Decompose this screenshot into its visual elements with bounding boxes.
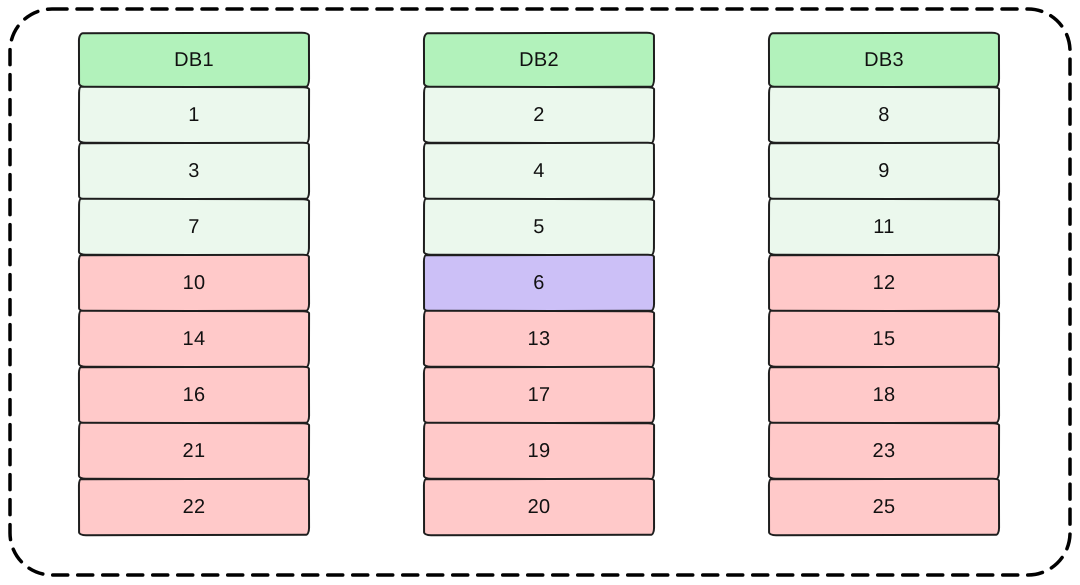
shard-cell: 10 xyxy=(77,253,311,313)
shard-cell: 18 xyxy=(767,365,1001,425)
shard-cell: 16 xyxy=(77,365,311,425)
db1-header: DB1 xyxy=(77,31,311,89)
shard-cell: 3 xyxy=(77,141,311,201)
shard-cell: 5 xyxy=(422,197,656,257)
shard-cell: 7 xyxy=(77,197,311,257)
shard-cell: 22 xyxy=(77,477,311,537)
db3-header: DB3 xyxy=(767,31,1001,89)
shard-cell: 4 xyxy=(422,141,656,201)
shard-cell: 17 xyxy=(422,365,656,425)
db-column-db3: DB3 8 9 11 12 15 18 23 25 xyxy=(767,31,1001,537)
db-column-db2: DB2 2 4 5 6 13 17 19 20 xyxy=(422,31,656,537)
shard-cell: 25 xyxy=(767,477,1001,537)
shard-cell: 11 xyxy=(767,197,1001,257)
shard-cell: 15 xyxy=(767,309,1001,369)
shard-cell: 23 xyxy=(767,421,1001,481)
shard-cell: 12 xyxy=(767,253,1001,313)
shard-cell: 20 xyxy=(422,477,656,537)
shard-cell: 19 xyxy=(422,421,656,481)
shard-cell: 13 xyxy=(422,309,656,369)
shard-cell: 8 xyxy=(767,85,1001,145)
shard-cell: 1 xyxy=(77,85,311,145)
db-column-db1: DB1 1 3 7 10 14 16 21 22 xyxy=(77,31,311,537)
shard-cell: 2 xyxy=(422,85,656,145)
shard-cell-highlighted: 6 xyxy=(422,253,656,313)
db-columns-group: DB1 1 3 7 10 14 16 21 22 DB2 2 4 5 6 13 … xyxy=(77,31,1001,537)
shard-cell: 21 xyxy=(77,421,311,481)
shard-cell: 14 xyxy=(77,309,311,369)
db2-header: DB2 xyxy=(422,31,656,89)
shard-cell: 9 xyxy=(767,141,1001,201)
